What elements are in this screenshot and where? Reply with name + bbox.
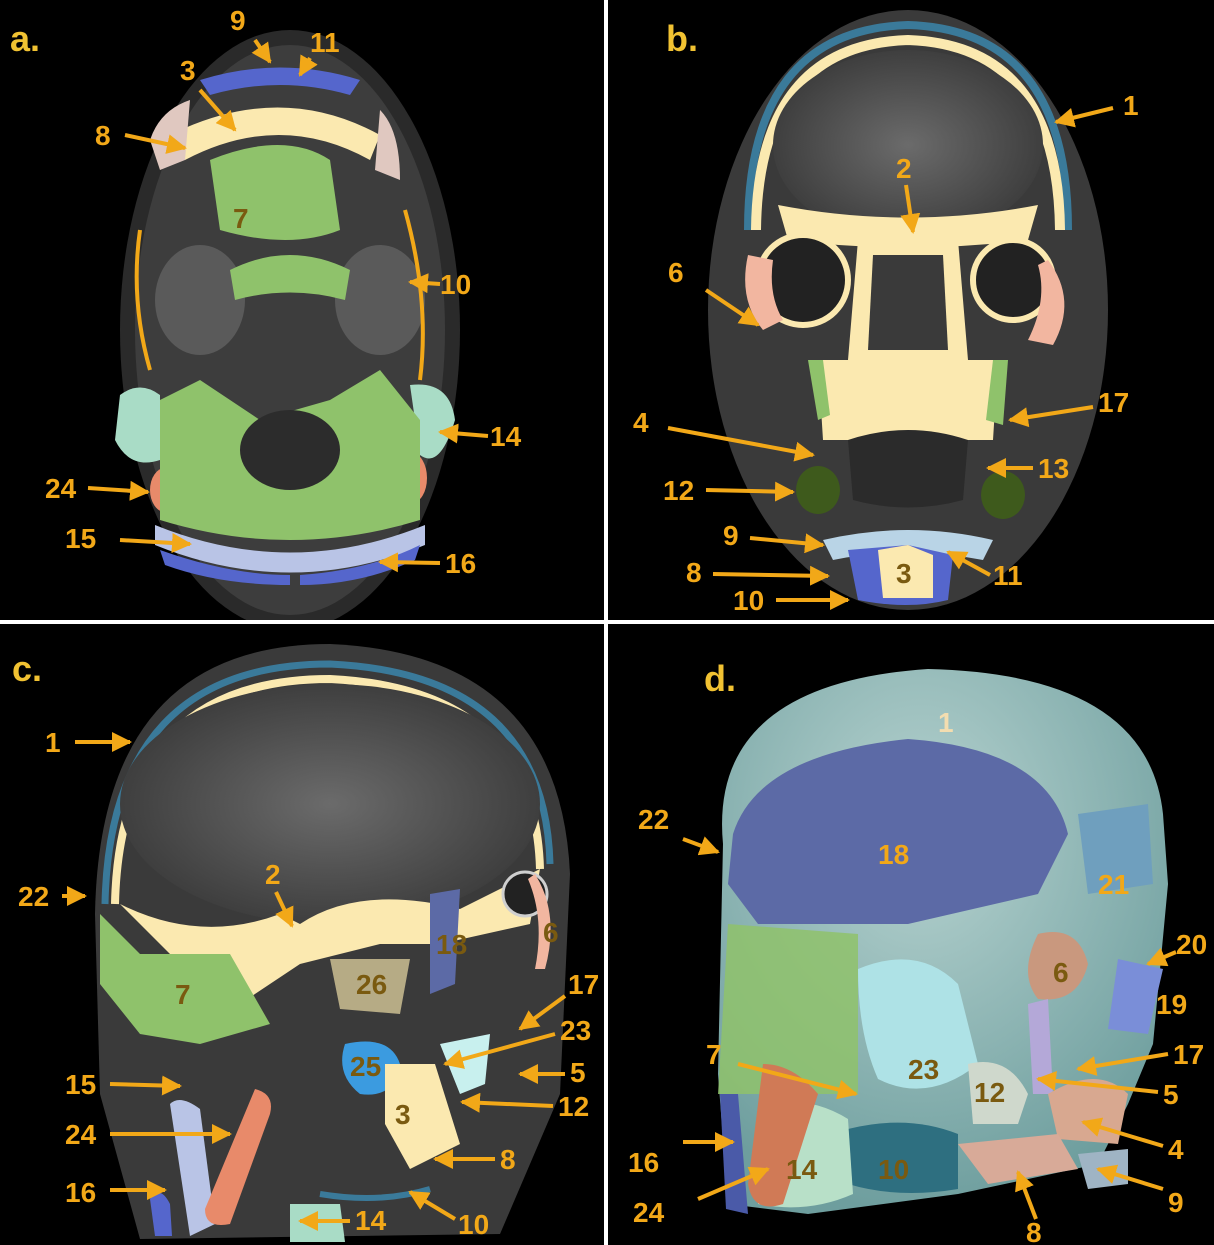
label-12-d: 12 bbox=[974, 1077, 1005, 1108]
coronal-slice-image: 3 1 2 6 17 4 13 12 9 11 8 10 bbox=[608, 0, 1214, 620]
label-25-c: 25 bbox=[350, 1051, 381, 1082]
arrow-1-b bbox=[1056, 108, 1113, 122]
structure-12-right bbox=[981, 471, 1025, 519]
label-24: 24 bbox=[45, 473, 77, 504]
label-7-d: 7 bbox=[706, 1039, 722, 1070]
panel-a-axial: 7 9 11 3 8 10 14 24 15 16 a. bbox=[0, 0, 604, 620]
label-23-c: 23 bbox=[560, 1015, 591, 1046]
label-14-d: 14 bbox=[786, 1154, 818, 1185]
panel-b-coronal: 3 1 2 6 17 4 13 12 9 11 8 10 b. bbox=[608, 0, 1214, 620]
label-8-d: 8 bbox=[1026, 1217, 1042, 1245]
label-10-b: 10 bbox=[733, 585, 764, 616]
label-14: 14 bbox=[490, 421, 522, 452]
label-16-c: 16 bbox=[65, 1177, 96, 1208]
label-1-b: 1 bbox=[1123, 90, 1139, 121]
parotid-left bbox=[115, 388, 160, 463]
label-22-d: 22 bbox=[638, 804, 669, 835]
axial-slice-image: 7 9 11 3 8 10 14 24 15 16 bbox=[0, 0, 604, 620]
label-15-c: 15 bbox=[65, 1069, 96, 1100]
label-3-c: 3 bbox=[395, 1099, 411, 1130]
panel-label-b: b. bbox=[666, 18, 698, 60]
panel-label-a: a. bbox=[10, 18, 40, 60]
structure-12-left bbox=[796, 466, 840, 514]
nasal-cavity bbox=[868, 255, 948, 350]
label-22-c: 22 bbox=[18, 881, 49, 912]
label-24-d: 24 bbox=[633, 1197, 665, 1228]
label-17-d: 17 bbox=[1173, 1039, 1204, 1070]
arrow-22-d bbox=[683, 839, 718, 852]
label-17-c: 17 bbox=[568, 969, 599, 1000]
label-10-d: 10 bbox=[878, 1154, 909, 1185]
tongue-muscle bbox=[210, 145, 340, 240]
label-9-b: 9 bbox=[723, 520, 739, 551]
arrow-12-b bbox=[706, 490, 793, 492]
structure-7 bbox=[718, 924, 858, 1094]
label-12-c: 12 bbox=[558, 1091, 589, 1122]
label-16-d: 16 bbox=[628, 1147, 659, 1178]
label-21-d: 21 bbox=[1098, 869, 1129, 900]
arrow-16 bbox=[380, 562, 440, 563]
spine-region bbox=[240, 410, 340, 490]
label-7: 7 bbox=[233, 203, 249, 234]
arrow-10 bbox=[410, 282, 440, 284]
panel-c-sagittal: 7 26 18 6 25 3 1 2 22 17 23 5 12 15 24 8… bbox=[0, 624, 604, 1245]
label-11-b: 11 bbox=[993, 560, 1023, 591]
label-19-d: 19 bbox=[1156, 989, 1187, 1020]
label-3-b: 3 bbox=[896, 558, 912, 589]
label-18-c: 18 bbox=[436, 929, 467, 960]
panel-d-3d: 1 18 21 6 23 12 10 14 22 20 19 17 7 5 4 … bbox=[608, 624, 1214, 1245]
label-20-d: 20 bbox=[1176, 929, 1207, 960]
label-10: 10 bbox=[440, 269, 471, 300]
label-2-c: 2 bbox=[265, 859, 281, 890]
maxilla bbox=[818, 360, 998, 440]
label-6-d: 6 bbox=[1053, 957, 1069, 988]
panel-label-d: d. bbox=[704, 658, 736, 700]
label-26-c: 26 bbox=[356, 969, 387, 1000]
label-15: 15 bbox=[65, 523, 96, 554]
right-structure bbox=[335, 245, 425, 355]
label-4-b: 4 bbox=[633, 407, 649, 438]
brain bbox=[120, 684, 540, 924]
label-5-c: 5 bbox=[570, 1057, 586, 1088]
label-17-b: 17 bbox=[1098, 387, 1129, 418]
arrow-15-c bbox=[110, 1084, 180, 1086]
label-24-c: 24 bbox=[65, 1119, 97, 1150]
3d-head-rendering: 1 18 21 6 23 12 10 14 22 20 19 17 7 5 4 … bbox=[608, 624, 1214, 1245]
label-8: 8 bbox=[95, 120, 111, 151]
label-9-d: 9 bbox=[1168, 1187, 1184, 1218]
label-13-b: 13 bbox=[1038, 453, 1069, 484]
left-structure bbox=[155, 245, 245, 355]
label-2-b: 2 bbox=[896, 153, 912, 184]
label-10-c: 10 bbox=[458, 1209, 489, 1240]
label-3: 3 bbox=[180, 55, 196, 86]
label-8-c: 8 bbox=[500, 1144, 516, 1175]
label-11: 11 bbox=[310, 27, 340, 58]
panel-label-c: c. bbox=[12, 648, 42, 690]
arrow-24 bbox=[88, 488, 148, 492]
label-12-b: 12 bbox=[663, 475, 694, 506]
label-16: 16 bbox=[445, 548, 476, 579]
arrow-8-b bbox=[713, 574, 828, 576]
label-18-d: 18 bbox=[878, 839, 909, 870]
label-8-b: 8 bbox=[686, 557, 702, 588]
label-4-d: 4 bbox=[1168, 1134, 1184, 1165]
label-6-c: 6 bbox=[543, 917, 559, 948]
sagittal-slice-image: 7 26 18 6 25 3 1 2 22 17 23 5 12 15 24 8… bbox=[0, 624, 604, 1245]
label-1-d: 1 bbox=[938, 707, 954, 738]
label-23-d: 23 bbox=[908, 1054, 939, 1085]
label-6-b: 6 bbox=[668, 257, 684, 288]
label-5-d: 5 bbox=[1163, 1079, 1179, 1110]
teeth-area bbox=[848, 430, 968, 508]
label-9: 9 bbox=[230, 5, 246, 36]
label-1-c: 1 bbox=[45, 727, 61, 758]
label-7-c: 7 bbox=[175, 979, 191, 1010]
label-14-c: 14 bbox=[355, 1205, 387, 1236]
